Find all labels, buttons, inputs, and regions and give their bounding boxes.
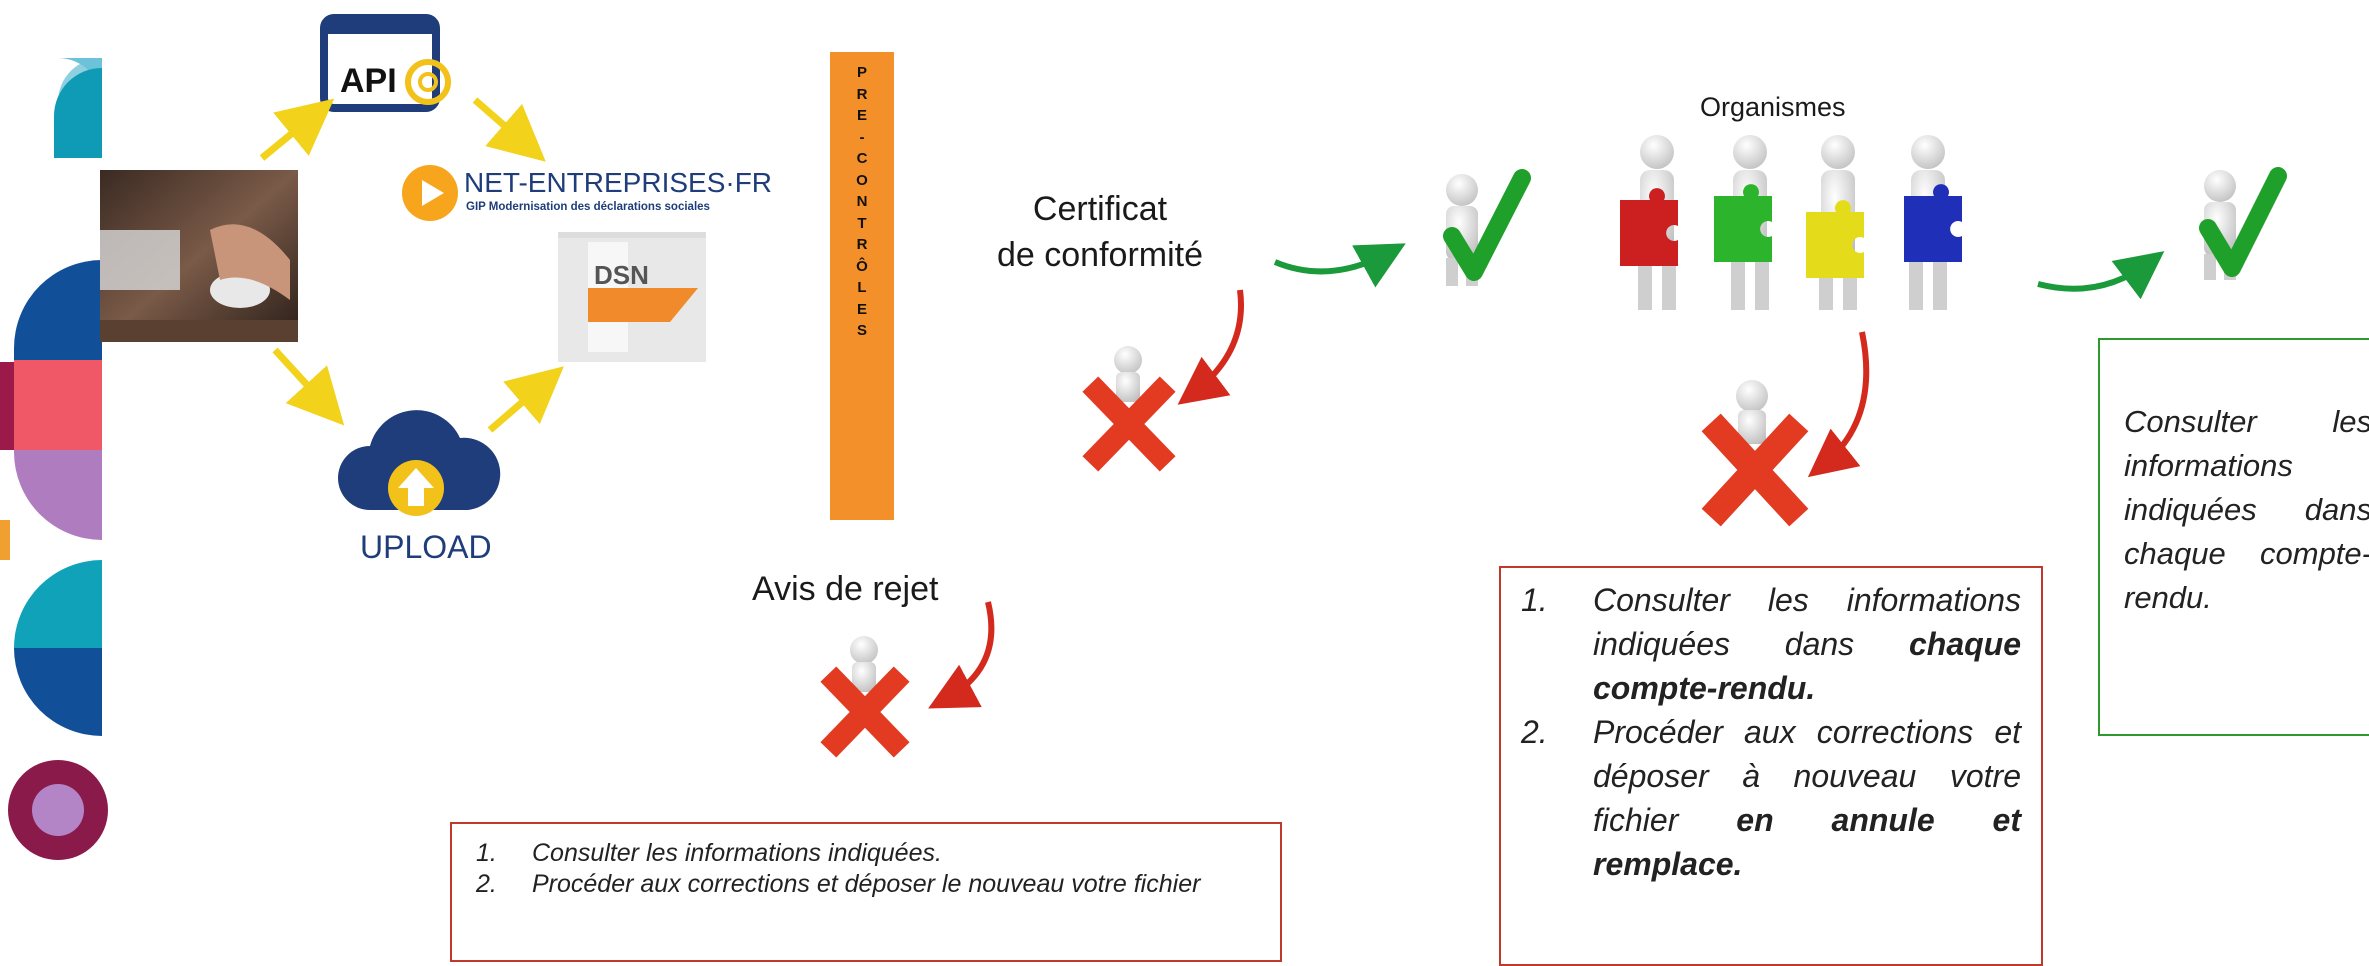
organismes-label: Organismes [1700,92,1846,122]
certificat-label: Certificat de conformité [960,186,1240,278]
organisme-figure-blue [1904,135,1962,310]
precontroles-letter: O [856,171,868,189]
success-info-box: Consulter les informations indiquées dan… [2098,338,2369,736]
dsn-logo-text: DSN [594,260,649,290]
rejet-item-number: 1. [476,839,497,867]
precontroles-letter: - [859,128,865,146]
decorative-brand-shapes [0,58,108,860]
api-logo: API [320,14,451,112]
precontroles-letter: C [856,150,868,167]
arrow-to-upload [272,347,345,426]
precontroles-letter: Ô [856,257,868,275]
precontroles-letter: N [856,193,868,210]
upload-cloud-logo: UPLOAD [338,410,501,565]
checkmark-icon [2199,167,2287,277]
precontroles-bar: P R E - C O N T R Ô L E S [830,52,894,520]
org-rejet-item-bold: chaque compte-rendu. [1593,626,2021,706]
left-flow-arrows [259,97,564,433]
rejet-item-text: Consulter les informations indiquées. [532,839,942,867]
organisme-figure-yellow [1806,135,1864,310]
arrow-cert-to-cross [1177,289,1244,405]
org-rejet-item-2: 2. Procéder aux corrections et déposer à… [1521,710,2021,886]
org-rejet-item-1: 1. Consulter les informations indiquées … [1521,578,2021,710]
precontroles-letter: T [857,214,867,232]
rejet-item-text: Procéder aux corrections et déposer le n… [532,870,1201,898]
cross-figure-3 [1701,380,1809,527]
dsn-logo: DSN [558,232,706,362]
arrow-upload-to-dsn [487,366,564,433]
precontroles-letter: S [856,322,867,339]
rejet-item-2: 2. Procéder aux corrections et déposer l… [476,869,1260,900]
cross-icon [1082,376,1176,472]
upload-label: UPLOAD [360,529,492,565]
checkmark-icon [1443,169,1531,281]
precontroles-letter: P [856,64,867,81]
cross-icon [1701,413,1809,527]
precontroles-letter: R [856,236,868,253]
netentreprises-title: NET-ENTREPRISES·FR [464,167,772,198]
rejet-instructions-box: 1. Consulter les informations indiquées.… [450,822,1282,962]
arrow-org-to-cross [1807,331,1870,478]
certificat-line2: de conformité [997,236,1203,274]
netentreprises-subtitle: GIP Modernisation des déclarations socia… [466,201,710,213]
check-figure-2 [2199,167,2287,280]
cross-figure-2 [820,636,910,758]
cross-icon [820,666,910,758]
avis-rejet-label: Avis de rejet [752,570,939,608]
rejet-item-1: 1. Consulter les informations indiquées. [476,838,1260,869]
precontroles-letter: R [856,85,868,103]
org-rejet-item-number: 2. [1521,714,1548,750]
org-rejet-item-text: Procéder aux corrections et déposer à no… [1593,714,2021,838]
netentreprises-logo: NET-ENTREPRISES·FR GIP Modernisation des… [402,165,772,221]
precontroles-letter: E [856,107,867,124]
organismes-rejet-box: 1. Consulter les informations indiquées … [1499,566,2043,966]
org-rejet-item-bold: en annule et remplace. [1593,802,2021,882]
organisme-figure-red [1620,135,1678,310]
rejet-item-number: 2. [476,870,497,898]
arrow-org-to-check [2037,251,2165,300]
arrow-to-api [259,98,335,161]
arrow-avis-to-cross [928,601,995,709]
precontroles-letter: E [856,300,867,318]
arrow-cert-to-check [1273,243,1406,288]
certificat-line1: Certificat [1032,190,1168,228]
cross-figure-1 [1082,346,1176,472]
arrow-api-to-net [472,97,546,162]
precontroles-letter: L [857,279,867,296]
check-figure-1 [1443,169,1531,286]
organisme-figure-green [1714,135,1772,310]
api-label: API [340,62,397,100]
computer-mouse-photo [100,170,298,342]
org-rejet-item-text: Consulter les informations indiquées dan… [1593,582,2021,662]
org-rejet-item-number: 1. [1521,582,1548,618]
success-info-text: Consulter les informations indiquées dan… [2124,404,2369,615]
